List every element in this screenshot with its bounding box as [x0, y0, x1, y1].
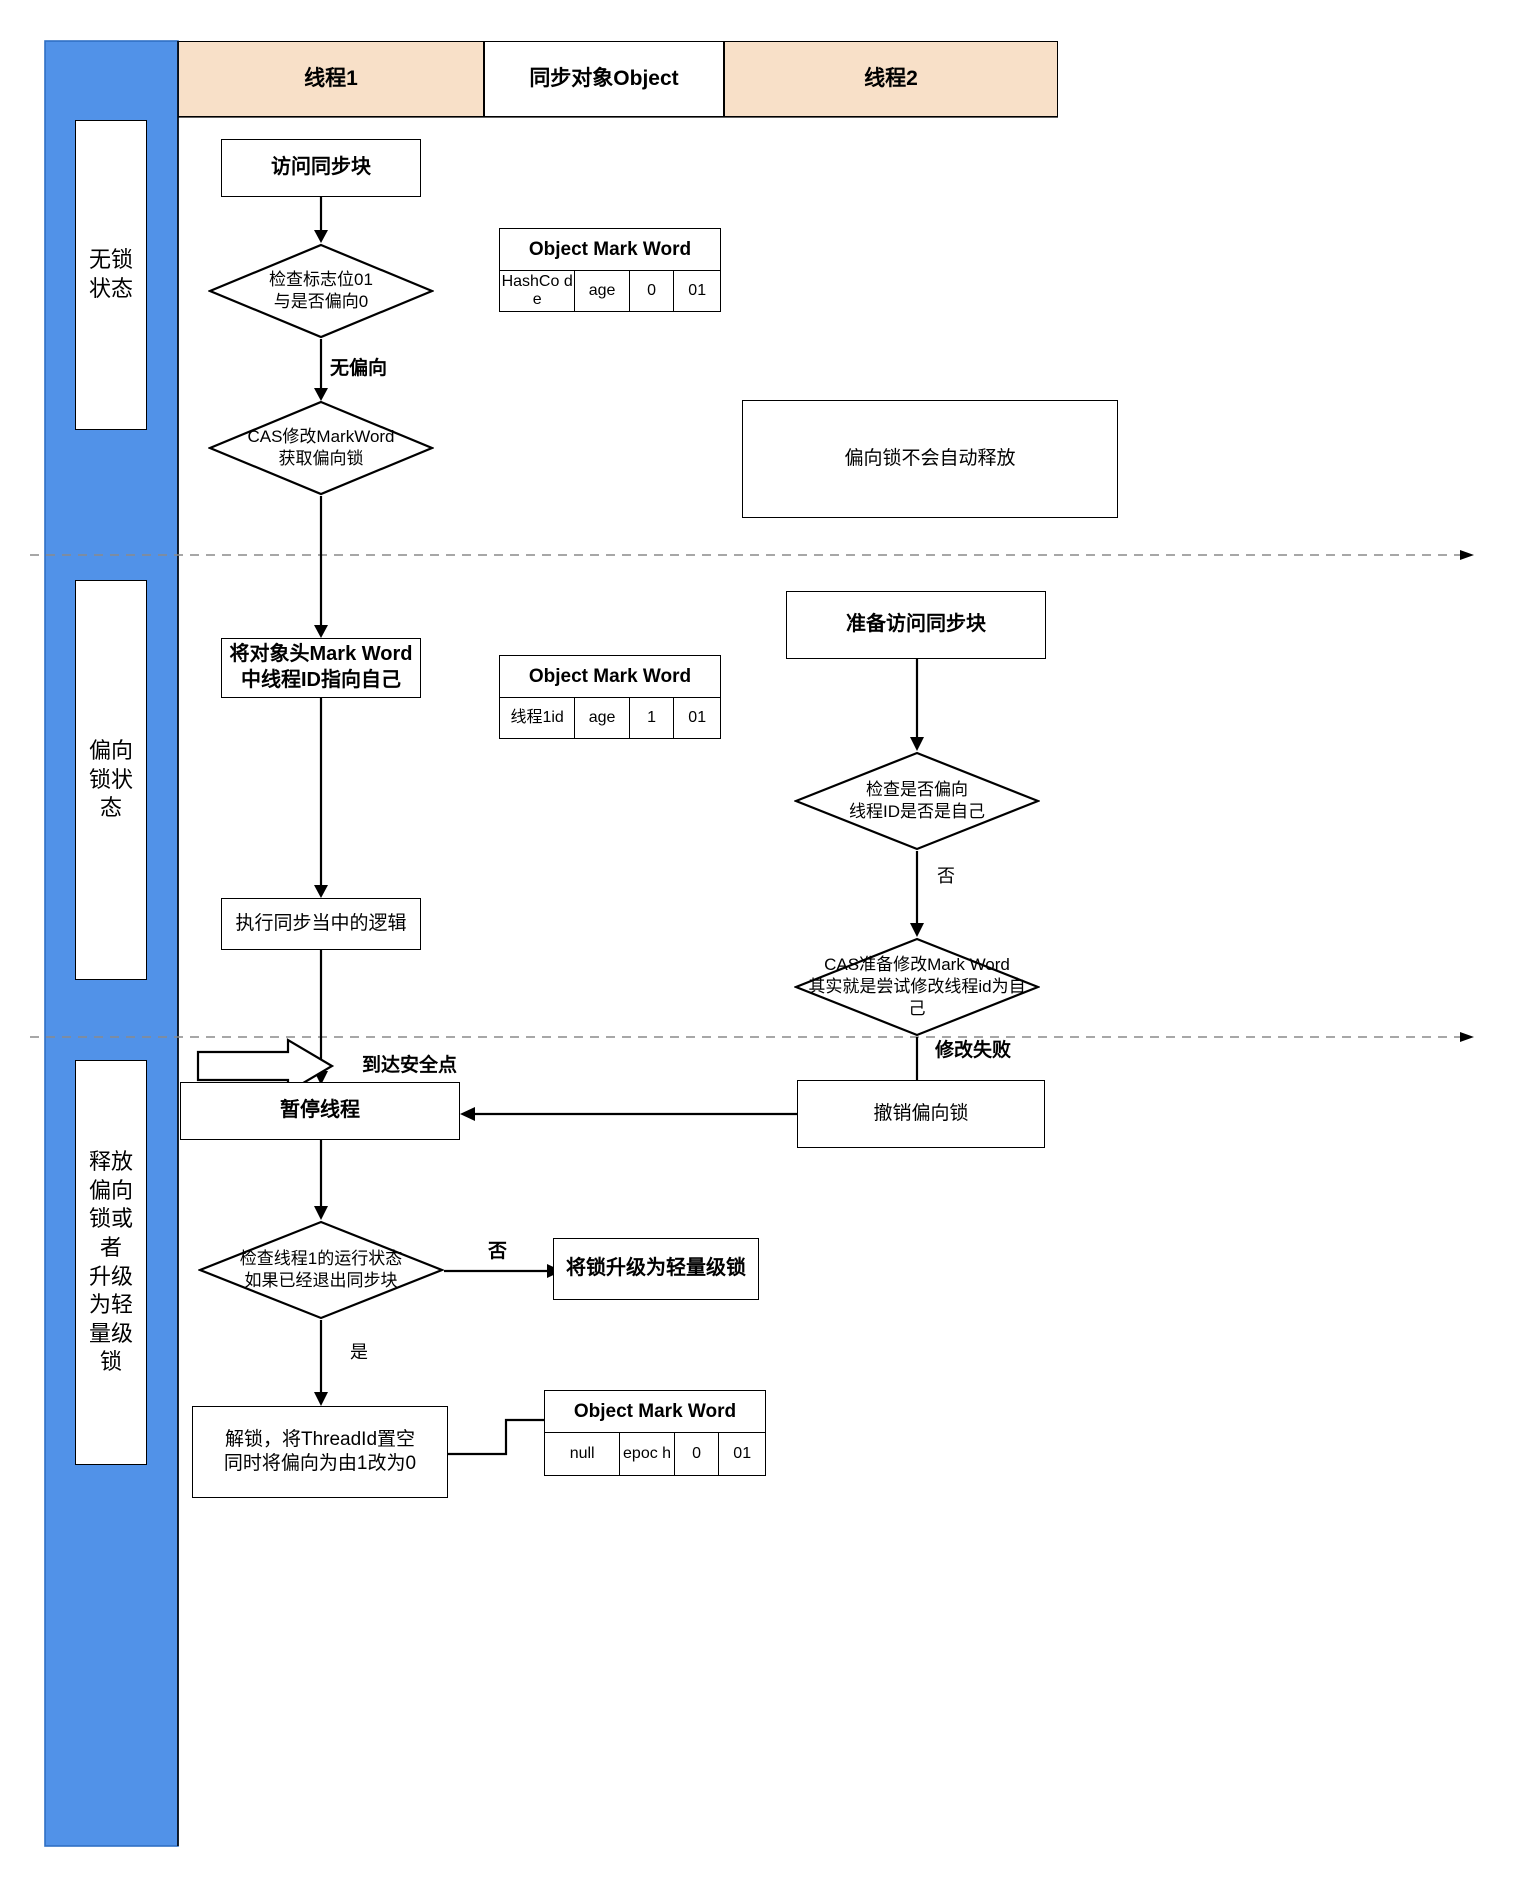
node-unlock-clear-threadid[interactable]: 解锁，将ThreadId置空 同时将偏向为由1改为0 [192, 1406, 448, 1498]
state-box-biased-lock: 偏向 锁状 态 [75, 580, 147, 980]
mark-word-table-2-row: 线程1id age 1 01 [500, 698, 720, 738]
node-prepare-access-sync-block-label: 准备访问同步块 [846, 613, 986, 636]
node-cas-prepare-modify-shape [794, 937, 1040, 1037]
mark-word-table-2-cell-1: age [575, 698, 630, 738]
node-check-bias-self-shape [794, 751, 1040, 851]
lane-header-sync-object-label: 同步对象Object [529, 66, 679, 90]
node-upgrade-lightweight-label: 将锁升级为轻量级锁 [566, 1257, 746, 1280]
mark-word-table-2-title: Object Mark Word [500, 656, 720, 698]
node-point-thread-id-self-label: 将对象头Mark Word 中线程ID指向自己 [229, 643, 413, 691]
mark-word-table-1-row: HashCo de age 0 01 [500, 271, 720, 311]
state-box-biased-lock-label: 偏向 锁状 态 [88, 738, 133, 821]
mark-word-table-1-cell-3: 01 [688, 282, 707, 300]
node-upgrade-lightweight[interactable]: 将锁升级为轻量级锁 [553, 1238, 759, 1300]
node-check-thread1-state-label: 检查线程1的运行状态 如果已经退出同步块 [239, 1248, 403, 1290]
node-check-flag-bias-label: 检查标志位01 与是否偏向0 [269, 269, 373, 311]
node-cas-modify-markword[interactable]: CAS修改MarkWord 获取偏向锁 [208, 400, 434, 496]
node-check-thread1-state[interactable]: 检查线程1的运行状态 如果已经退出同步块 [198, 1220, 444, 1320]
node-cas-modify-markword-label: CAS修改MarkWord 获取偏向锁 [247, 426, 395, 468]
lane-header-thread1: 线程1 [178, 41, 484, 117]
node-access-sync-block-label: 访问同步块 [271, 156, 371, 179]
mark-word-table-1-cell-1: age [575, 271, 630, 311]
node-check-bias-self-label: 检查是否偏向 线程ID是否是自己 [849, 779, 985, 821]
node-check-bias-self[interactable]: 检查是否偏向 线程ID是否是自己 [794, 751, 1040, 851]
edge-yes-to-unlock [314, 1320, 328, 1406]
mark-word-table-2-cell-3: 01 [688, 709, 707, 727]
block-arrow-safepoint [196, 1038, 335, 1094]
edge-label-no-2: 否 [488, 1241, 508, 1262]
node-prepare-access-sync-block[interactable]: 准备访问同步块 [786, 591, 1046, 659]
edge-label-no-bias: 无偏向 [330, 358, 388, 379]
edge-no-to-cas-prepare [910, 851, 924, 937]
node-unlock-clear-threadid-label: 解锁，将ThreadId置空 同时将偏向为由1改为0 [223, 1428, 417, 1474]
mark-word-table-1: Object Mark Word HashCo de age 0 01 [499, 228, 721, 312]
separator-biased-release [30, 1032, 1474, 1042]
edge-cas-to-pointself [314, 496, 328, 638]
node-cas-prepare-modify[interactable]: CAS准备修改Mark Word 其实就是尝试修改线程id为自 己 [794, 937, 1040, 1037]
mark-word-table-3-title: Object Mark Word [545, 1391, 765, 1433]
edge-no-to-upgrade [444, 1264, 562, 1278]
node-cas-prepare-modify-label: CAS准备修改Mark Word 其实就是尝试修改线程id为自 己 [808, 954, 1026, 1019]
edge-pause-to-checkstate [314, 1140, 328, 1220]
mark-word-table-3-cell-1: epoc h [620, 1433, 675, 1475]
node-check-thread1-state-shape [198, 1220, 444, 1320]
edge-label-yes: 是 [350, 1342, 368, 1362]
mark-word-table-2-cell-2: 1 [630, 698, 675, 738]
edge-revoke-to-pause [460, 1107, 797, 1121]
separator-lockfree-biased [30, 550, 1474, 560]
mark-word-table-3-cell-2: 0 [675, 1433, 720, 1475]
edge-label-modify-failed: 修改失败 [935, 1040, 1012, 1061]
edge-label-no-1: 否 [937, 866, 955, 886]
node-cas-modify-markword-shape [208, 400, 434, 496]
node-pause-thread[interactable]: 暂停线程 [180, 1082, 460, 1140]
mark-word-table-3-cell-0: null [545, 1433, 621, 1475]
edge-prepare-to-checkbias [910, 659, 924, 751]
edge-access-to-check [314, 197, 328, 243]
node-pause-thread-label: 暂停线程 [280, 1099, 360, 1122]
lane-header-thread2-label: 线程2 [864, 66, 918, 90]
state-box-release-or-upgrade: 释放 偏向 锁或 者 升级 为轻 量级 锁 [75, 1060, 147, 1465]
edge-pointself-to-runlogic [314, 698, 328, 898]
lane-header-thread1-label: 线程1 [304, 66, 358, 90]
lane-header-sync-object: 同步对象Object [484, 41, 724, 117]
note-bias-not-auto-release-label: 偏向锁不会自动释放 [844, 447, 1016, 469]
state-box-lock-free: 无锁 状态 [75, 120, 147, 430]
mark-word-table-3-row: null epoc h 0 01 [545, 1433, 765, 1475]
node-check-flag-bias[interactable]: 检查标志位01 与是否偏向0 [208, 243, 434, 339]
note-bias-not-auto-release: 偏向锁不会自动释放 [742, 400, 1118, 518]
mark-word-table-2-cell-0: 线程1id [500, 698, 576, 738]
mark-word-table-3: Object Mark Word null epoc h 0 01 [544, 1390, 766, 1476]
edge-label-safepoint: 到达安全点 [362, 1055, 458, 1076]
node-revoke-biased-lock-label: 撤销偏向锁 [873, 1102, 969, 1124]
node-access-sync-block[interactable]: 访问同步块 [221, 139, 421, 197]
mark-word-table-1-cell-2: 0 [630, 271, 675, 311]
state-box-lock-free-label: 无锁 状态 [88, 247, 133, 301]
edge-nobias [314, 339, 328, 401]
node-run-sync-logic[interactable]: 执行同步当中的逻辑 [221, 898, 421, 950]
mark-word-table-1-title: Object Mark Word [500, 229, 720, 271]
mark-word-table-1-cell-0: HashCo de [500, 271, 576, 311]
node-point-thread-id-self[interactable]: 将对象头Mark Word 中线程ID指向自己 [221, 638, 421, 698]
node-revoke-biased-lock[interactable]: 撤销偏向锁 [797, 1080, 1045, 1148]
node-check-flag-bias-shape [208, 243, 434, 339]
lane-header-thread2: 线程2 [724, 41, 1058, 117]
state-box-release-or-upgrade-label: 释放 偏向 锁或 者 升级 为轻 量级 锁 [88, 1149, 133, 1375]
mark-word-table-2: Object Mark Word 线程1id age 1 01 [499, 655, 721, 739]
mark-word-table-3-cell-3: 01 [733, 1445, 752, 1463]
node-run-sync-logic-label: 执行同步当中的逻辑 [235, 912, 407, 934]
